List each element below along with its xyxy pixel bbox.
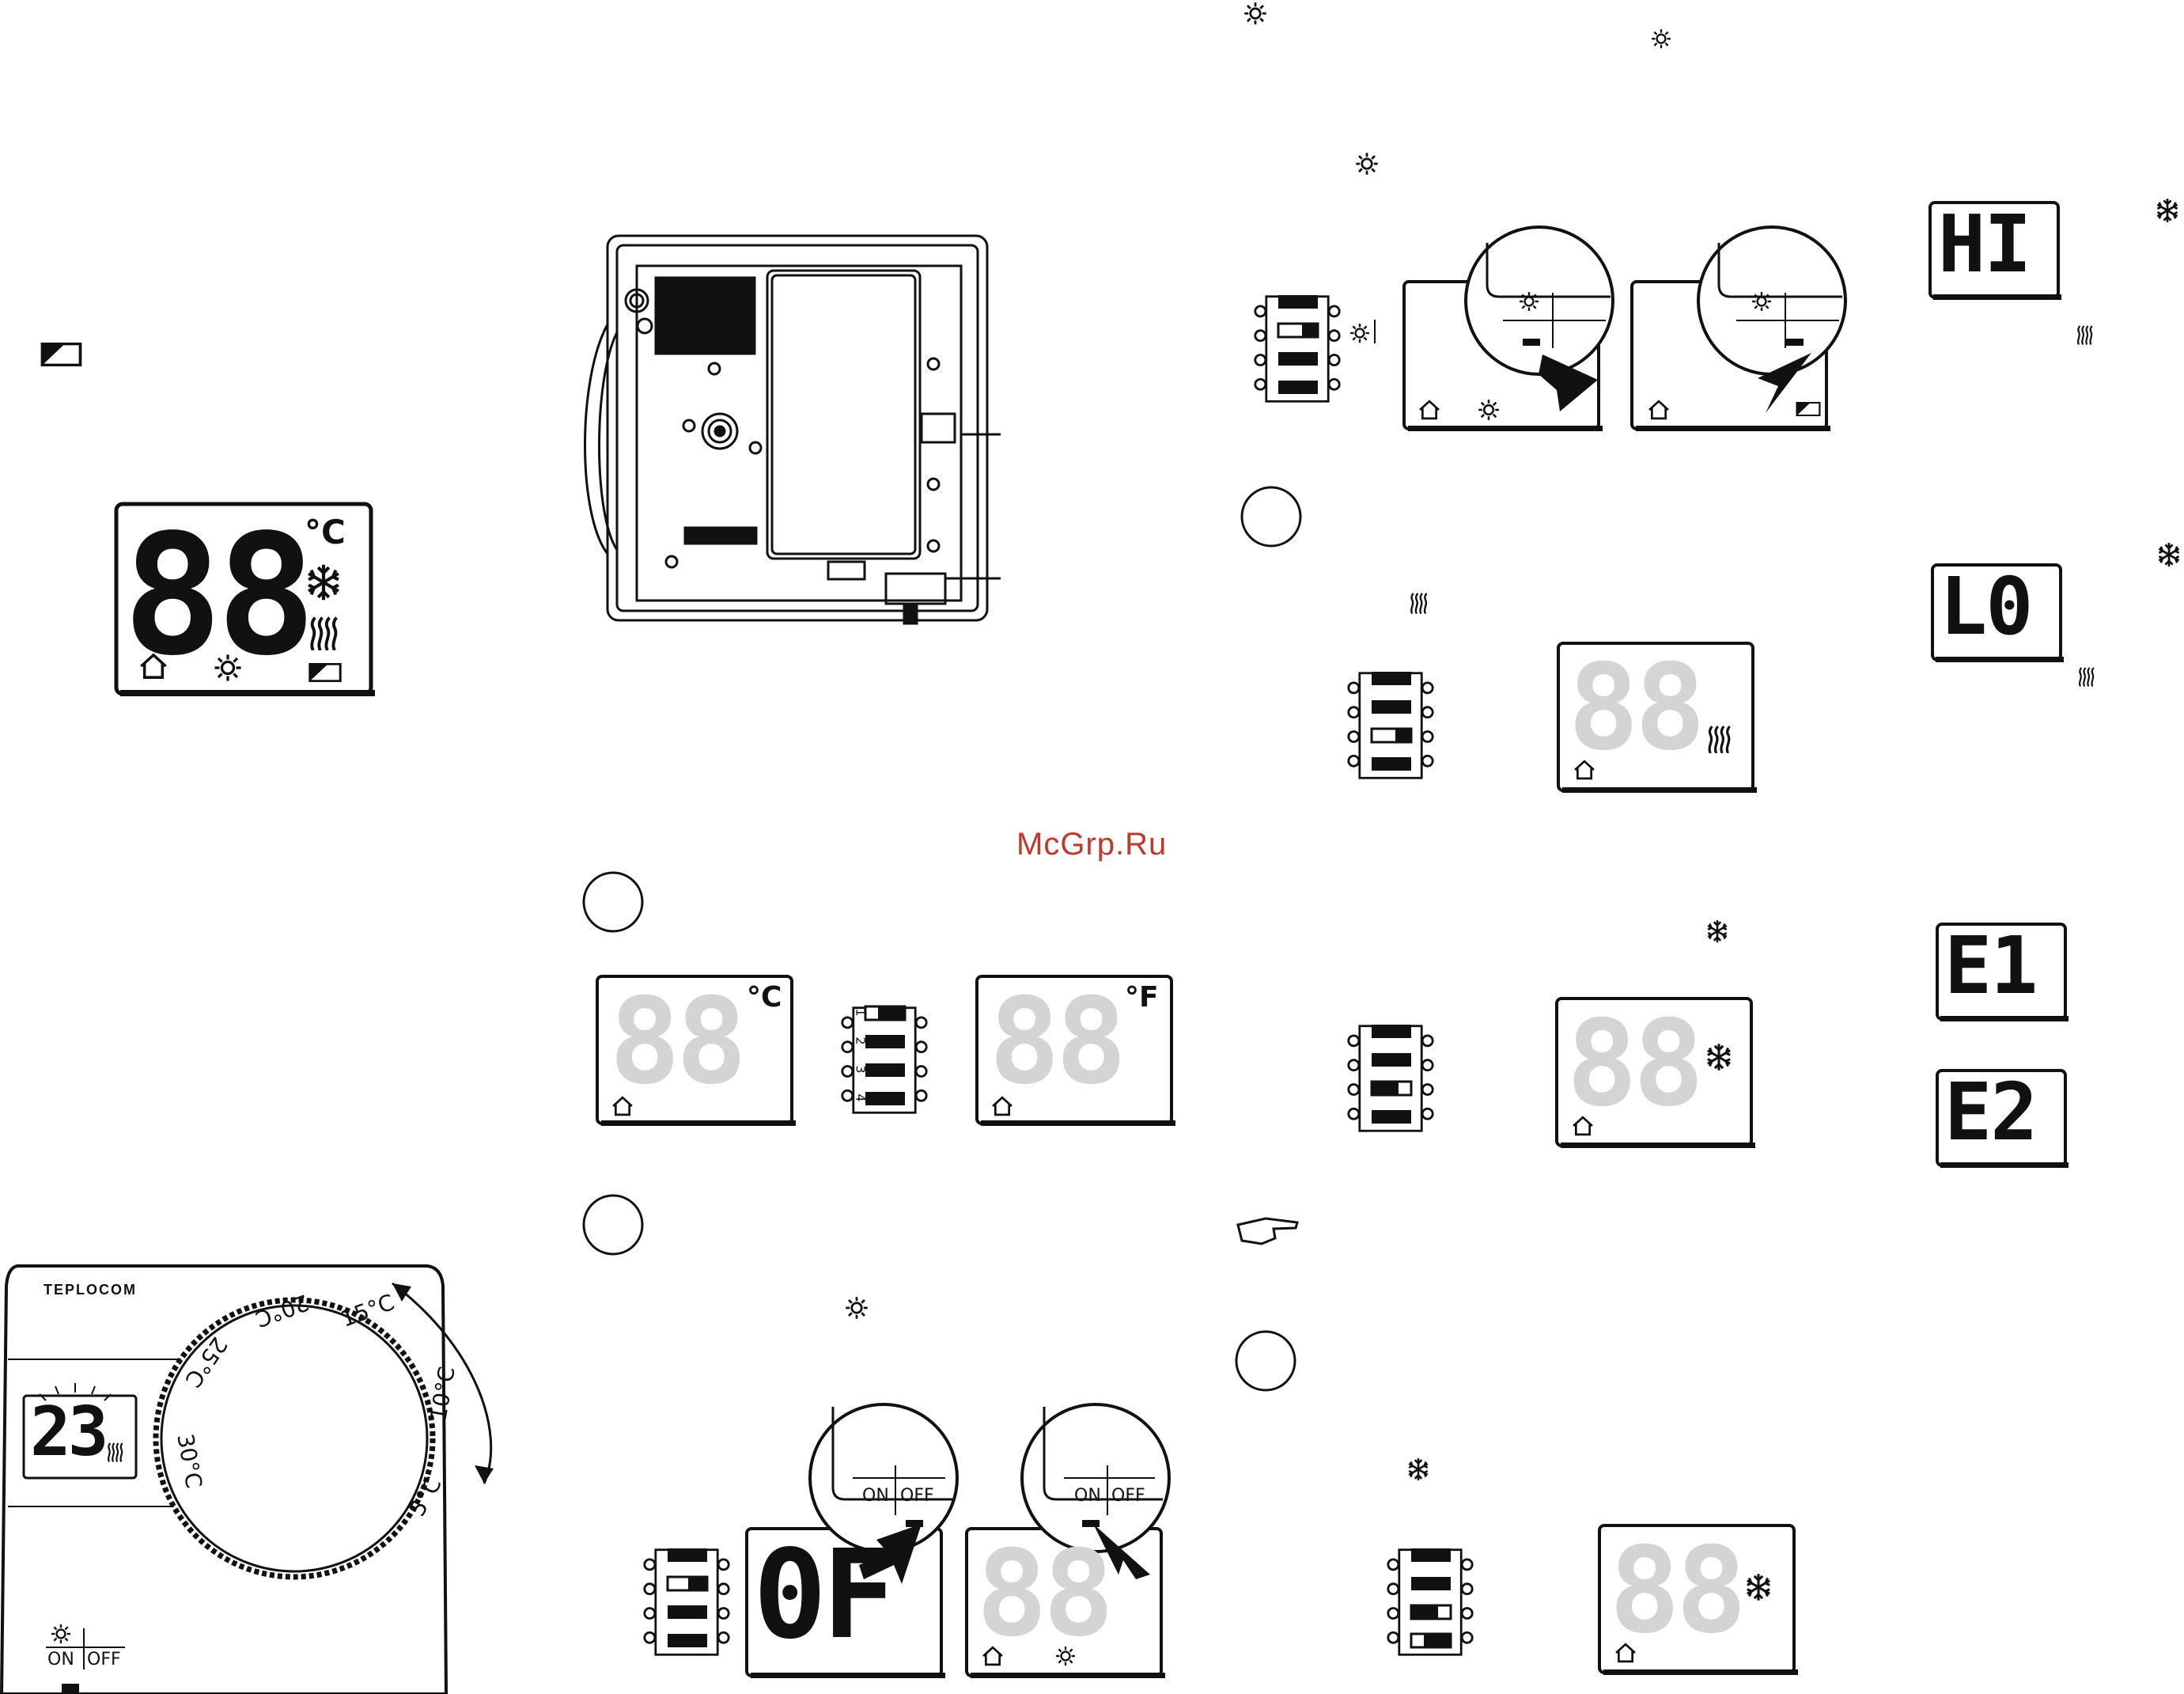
lcd-hi-text: HI	[1938, 198, 2031, 290]
lcd-lo	[1931, 563, 2064, 662]
lcd-hi	[1929, 201, 2061, 300]
watermark-text: McGrp.Ru	[1016, 827, 1168, 862]
lcd-fahrenheit-unit: °F	[1125, 981, 1159, 1014]
lcd-off-digits: 0F	[753, 1523, 896, 1666]
lcd-cooling-2	[1598, 1524, 1798, 1675]
lcd-off	[745, 1403, 959, 1678]
lcd-heating-digits: 88	[1568, 639, 1706, 777]
lcd-magnifier-night	[1630, 225, 1847, 431]
lcd-heating	[1557, 642, 1757, 793]
lcd-celsius-unit: °C	[747, 981, 782, 1014]
dip-switch-units	[841, 1005, 928, 1114]
dip-switch-day-night	[1254, 295, 1391, 403]
main-lcd-unit: °C	[305, 513, 346, 551]
lcd-e1-text: E1	[1944, 919, 2038, 1012]
circuit-board-diagram	[584, 234, 1001, 625]
step-circle	[582, 1194, 644, 1256]
switch-off-label: OFF	[87, 1650, 121, 1669]
magnifier-on-label-2: ON	[1074, 1486, 1101, 1506]
lcd-magnifier-day	[1402, 225, 1614, 431]
step-circle	[1235, 1330, 1296, 1392]
dip-number-2: 2	[853, 1036, 869, 1045]
lcd-e1	[1936, 923, 2069, 1021]
lcd-cooling	[1555, 997, 1755, 1148]
lcd-cooling-digits: 88	[1566, 995, 1705, 1133]
dip-switch-onoff	[643, 1548, 730, 1656]
dip-number-3: 3	[853, 1065, 869, 1074]
dip-number-4: 4	[853, 1093, 869, 1102]
main-lcd-digits: 88	[123, 498, 316, 692]
dip-switch-cooling	[1347, 1025, 1434, 1132]
dip-switch-heating	[1347, 672, 1434, 779]
magnifier-off-label-2: OFF	[1111, 1486, 1145, 1506]
lcd-fahrenheit-digits: 88	[989, 973, 1127, 1111]
lcd-on	[965, 1403, 1171, 1678]
lcd-e2	[1936, 1069, 2069, 1168]
lcd-celsius	[596, 975, 796, 1126]
dip-switch-cooling-2	[1387, 1548, 1474, 1656]
lcd-fahrenheit	[975, 975, 1175, 1126]
step-circle	[582, 871, 644, 933]
dip-number-1: 1	[853, 1008, 869, 1017]
lcd-celsius-digits: 88	[609, 973, 748, 1111]
brand-logo: TEPLOCOM	[44, 1282, 137, 1298]
step-circle	[1240, 486, 1302, 548]
magnifier-off-label-1: OFF	[900, 1486, 934, 1506]
lcd-lo-text: L0	[1940, 560, 2033, 653]
lcd-cooling-2-digits: 88	[1609, 1522, 1747, 1660]
temp-display: 23	[30, 1393, 109, 1472]
lcd-on-digits: 88	[976, 1525, 1115, 1663]
lcd-e2-text: E2	[1944, 1066, 2038, 1158]
thermostat-front-view	[0, 1264, 494, 1694]
main-lcd-display	[114, 502, 375, 696]
magnifier-on-label-1: ON	[862, 1486, 889, 1506]
battery-icon	[43, 344, 81, 366]
switch-on-label: ON	[47, 1650, 74, 1669]
pointing-hand-icon	[1236, 1217, 1299, 1245]
